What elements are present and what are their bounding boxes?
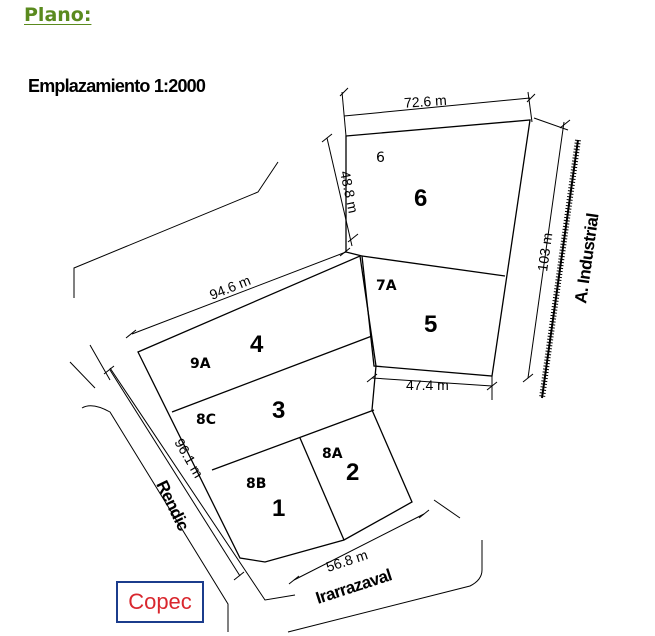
dim-top: 72.6 m: [403, 92, 447, 111]
lot-label-5: 5: [424, 311, 437, 338]
lot-label-9a: 9A: [190, 356, 211, 372]
street-label-irarrazaval: Irarrazaval: [313, 565, 393, 607]
lot-label-6-small: 6: [376, 150, 385, 166]
road-line-rendic-inner: [89, 344, 111, 381]
railway-line: [539, 139, 581, 399]
site-plan-scale-title: Emplazamiento 1:2000: [28, 76, 206, 96]
lot-label-8c: 8C: [196, 412, 216, 428]
copec-station-label: Copec: [116, 581, 204, 623]
dimension-lines: [103, 87, 571, 585]
dim-middle: 47.4 m: [406, 377, 449, 393]
divider-4-3: [171, 335, 373, 413]
lot-label-7a: 7A: [376, 278, 397, 294]
road-edge-curb: [433, 499, 461, 519]
dim-top-left: 48.8 m: [337, 169, 362, 214]
road-edge-irarrazaval: [287, 540, 483, 633]
street-label-industrial: A. Industrial: [571, 212, 602, 304]
lot-label-8b: 8B: [246, 476, 266, 492]
dim-right: 103 m: [534, 232, 555, 273]
lot-label-6: 6: [414, 185, 427, 212]
lot-label-3: 3: [272, 397, 285, 424]
road-edge-rendic: [109, 367, 296, 601]
plan-heading: Plano:: [24, 4, 92, 26]
divider-6-5: [361, 255, 506, 277]
road-line-upper: [73, 161, 279, 298]
outline-lots-5-6: [345, 119, 531, 377]
road-line-rendic-outer: [69, 361, 96, 389]
dim-upper-left: 94.6 m: [207, 272, 253, 303]
dim-left: 96.1 m: [171, 436, 206, 481]
lot-boundaries: [137, 119, 531, 563]
street-label-rendic: Rendic: [152, 477, 192, 533]
lot-label-8a: 8A: [322, 446, 343, 462]
lot-label-2: 2: [346, 459, 359, 486]
divider-3-1: [211, 409, 375, 471]
road-lines: [69, 161, 483, 633]
road-edge-left: [81, 405, 229, 632]
divider-1-2: [299, 437, 345, 541]
dim-bottom: 56.8 m: [324, 546, 370, 574]
outline-lots-1-4: [137, 255, 413, 563]
lot-label-4: 4: [250, 331, 264, 358]
lot-label-1: 1: [272, 495, 285, 522]
